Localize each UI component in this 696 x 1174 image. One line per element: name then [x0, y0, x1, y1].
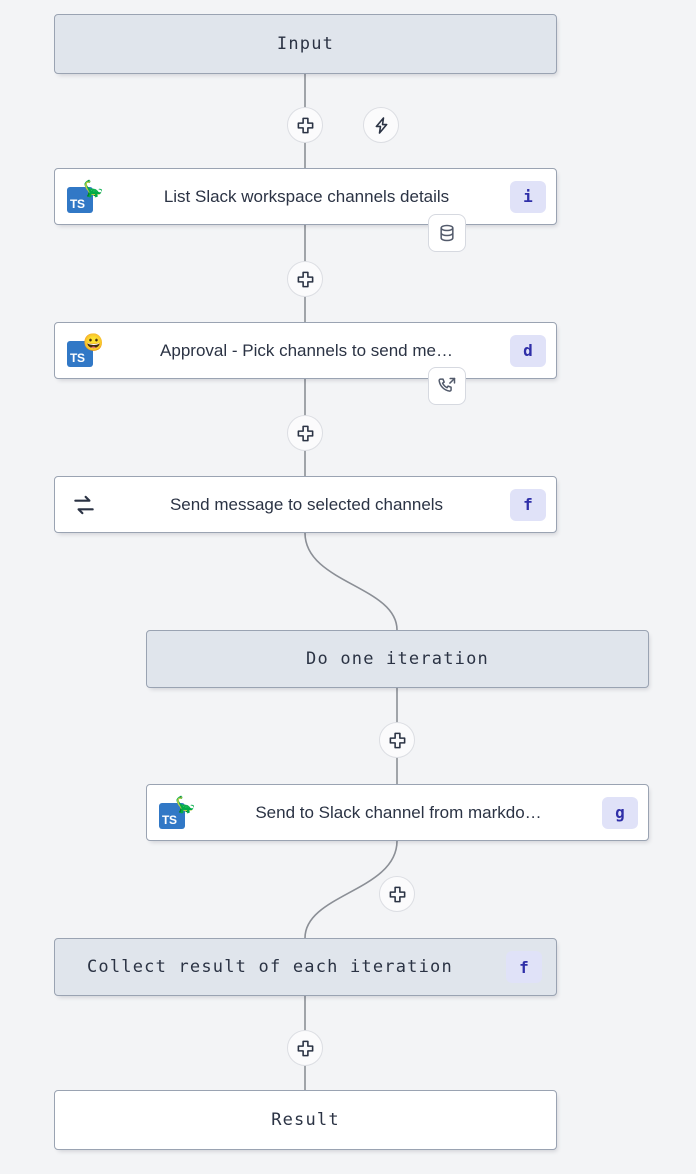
deno-icon: 🦕: [175, 794, 194, 814]
ts-square-label: TS: [159, 802, 185, 829]
node-step-label: List Slack workspace channels details: [163, 186, 450, 206]
plus-icon: [297, 425, 313, 441]
plus-icon: [297, 1040, 313, 1056]
node-step-list-slack-channels[interactable]: TS 🦕 List Slack workspace channels detai…: [54, 168, 557, 225]
add-step-handle-5[interactable]: [379, 876, 415, 912]
lightning-icon: [375, 116, 387, 134]
node-step-badge: g: [602, 796, 638, 829]
node-step-label: Send to Slack channel from markdo…: [255, 802, 542, 822]
smiley-face-icon: 😀: [83, 332, 102, 352]
node-input-label: Input: [276, 34, 335, 54]
node-step-badge: d: [510, 334, 546, 367]
typescript-icon: TS 😀: [65, 333, 103, 369]
node-step-label: Send message to selected channels: [169, 494, 444, 514]
phone-incoming-icon: [438, 377, 456, 392]
ts-square-label: TS: [67, 340, 93, 367]
node-result-label: Result: [271, 1110, 340, 1130]
add-step-handle-1[interactable]: [287, 107, 323, 143]
node-collect-result-badge: f: [506, 951, 542, 983]
node-result[interactable]: Result: [54, 1090, 557, 1150]
node-step-label: Approval - Pick channels to send me…: [160, 340, 453, 360]
plus-icon: [389, 732, 405, 748]
ts-square-label: TS: [67, 186, 93, 213]
add-step-handle-3[interactable]: [287, 415, 323, 451]
database-icon: [440, 224, 454, 242]
trigger-handle[interactable]: [363, 107, 399, 143]
node-step-send-to-slack-from-markdown[interactable]: TS 🦕 Send to Slack channel from markdo… …: [146, 784, 649, 841]
node-do-one-iteration[interactable]: Do one iteration: [146, 630, 649, 688]
deno-icon: 🦕: [83, 178, 102, 198]
add-step-handle-4[interactable]: [379, 722, 415, 758]
node-do-one-iteration-label: Do one iteration: [306, 649, 489, 669]
loop-icon: [65, 487, 103, 523]
node-step-approval-pick-channels[interactable]: TS 😀 Approval - Pick channels to send me…: [54, 322, 557, 379]
add-step-handle-2[interactable]: [287, 261, 323, 297]
plus-icon: [297, 271, 313, 287]
node-collect-result-each-iteration[interactable]: Collect result of each iteration f: [54, 938, 557, 996]
node-step-badge: f: [510, 488, 546, 521]
add-step-handle-6[interactable]: [287, 1030, 323, 1066]
plus-icon: [297, 117, 313, 133]
node-step-send-message-selected-channels[interactable]: Send message to selected channels f: [54, 476, 557, 533]
phone-incoming-icon-badge[interactable]: [428, 367, 466, 405]
database-icon-badge[interactable]: [428, 214, 466, 252]
edge-step3-to-iteration: [304, 532, 398, 631]
typescript-icon: TS 🦕: [65, 179, 103, 215]
node-step-badge: i: [510, 180, 546, 213]
node-collect-result-label: Collect result of each iteration: [87, 957, 453, 977]
node-input[interactable]: Input: [54, 14, 557, 74]
typescript-icon: TS 🦕: [157, 795, 195, 831]
plus-icon: [389, 886, 405, 902]
